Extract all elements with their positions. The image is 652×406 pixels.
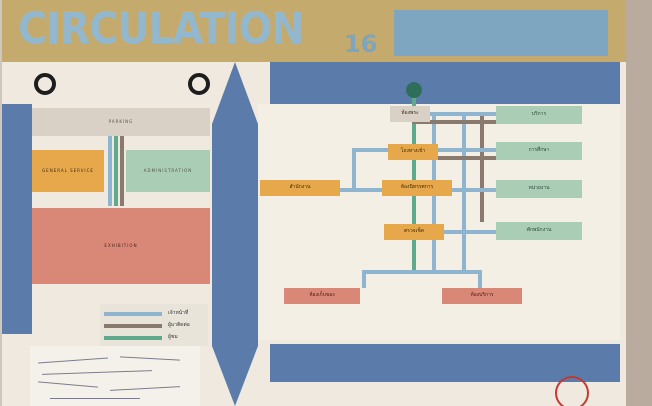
- handwritten-note: [30, 346, 200, 406]
- flow-link-left-vert: [352, 148, 356, 188]
- plan-path-teal: [114, 136, 118, 206]
- zone-parking: PARKING: [32, 108, 210, 136]
- flow-node-right-3: หน่วยงาน: [496, 180, 582, 198]
- plan-path-blue: [108, 136, 112, 206]
- flow-link-top: [412, 112, 496, 116]
- sheet-number: 16: [344, 30, 378, 58]
- flow-node-2: โถงทางเข้า: [388, 144, 438, 160]
- legend-label-visitor: ผู้มาติดต่อ: [168, 322, 190, 328]
- note-scribble: [110, 386, 180, 391]
- frame-notch-bottom: [212, 346, 258, 406]
- plan-path-grey: [120, 136, 124, 206]
- flow-node-3: ห้องนิทรรศการ: [382, 180, 452, 196]
- legend-swatch-public: [104, 336, 162, 340]
- flow-link-left-top: [352, 148, 412, 152]
- ring-hole-1: [34, 73, 56, 95]
- legend-swatch-staff: [104, 312, 162, 316]
- note-scribble: [42, 370, 152, 375]
- flow-link-row2: [412, 148, 496, 152]
- note-scribble: [50, 398, 140, 399]
- flow-node-right-4: พักพนักงาน: [496, 222, 582, 240]
- note-scribble: [120, 356, 180, 361]
- flow-node-left: สำนักงาน: [260, 180, 340, 196]
- frame-notch-top: [212, 62, 258, 124]
- flow-trunk-grey: [480, 112, 484, 222]
- zone-administration: ADMINISTRATION: [126, 150, 210, 192]
- flow-node-1: ห้องพระ: [390, 106, 430, 122]
- zone-exhibition: EXHIBITION: [32, 208, 210, 284]
- legend-label-public: ผู้ชม: [168, 334, 178, 340]
- poster-title: CIRCULATION: [18, 3, 304, 54]
- blue-band-left: [2, 104, 32, 334]
- flow-node-bottom-2: ห้องบริการ: [442, 288, 522, 304]
- flow-link-row4: [412, 230, 496, 234]
- flow-link-bottom: [362, 270, 480, 274]
- note-scribble: [38, 357, 108, 364]
- flow-node-right-1: บริการ: [496, 106, 582, 124]
- ring-hole-2: [188, 73, 210, 95]
- flow-node-4: ตรวจเช็ค: [384, 224, 444, 240]
- flow-node-bottom-1: ห้องเก็บของ: [284, 288, 360, 304]
- note-scribble: [38, 381, 98, 388]
- legend-swatch-visitor: [104, 324, 162, 328]
- flow-link-row2-grey: [432, 156, 496, 160]
- legend-label-staff: เจ้าหน้าที่: [168, 310, 189, 316]
- flow-link-bottom-right: [478, 270, 482, 288]
- flow-link-bottom-left: [362, 270, 366, 288]
- header-text-block: [394, 10, 608, 56]
- zone-general-service: GENERAL SERVICE: [32, 150, 104, 192]
- flow-link-top-grey: [412, 120, 496, 124]
- blue-band-top: [270, 62, 620, 104]
- entry-icon: [406, 82, 422, 98]
- wall-edge: [626, 0, 652, 406]
- red-seal-stamp: [555, 376, 589, 406]
- blue-band-bottom: [270, 344, 620, 382]
- flow-node-right-2: การศึกษา: [496, 142, 582, 160]
